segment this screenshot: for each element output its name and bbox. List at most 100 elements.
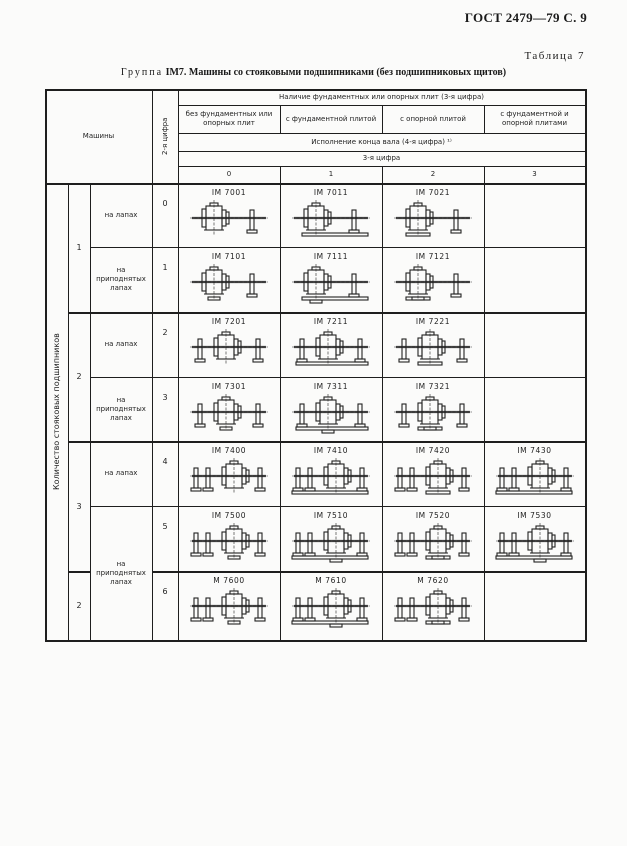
machine-drawing-icon <box>394 458 472 495</box>
header-column-number: 1 <box>328 170 334 178</box>
im-code-label: IM 7201 <box>211 317 247 326</box>
machine-drawing-icon <box>494 458 574 495</box>
grid-line <box>68 571 585 573</box>
caption-text: IM7. Машины со стояковыми подшипниками (… <box>165 67 507 78</box>
header-column-number: 3 <box>532 170 537 178</box>
grid-line <box>90 506 585 507</box>
second-digit-value: 1 <box>162 262 168 272</box>
second-digit-value: 0 <box>162 198 168 208</box>
grid-line <box>280 105 281 133</box>
machine-drawing-icon <box>291 458 370 495</box>
bearing-count: 2 <box>76 372 82 381</box>
grid-line <box>68 441 585 443</box>
machine-drawing-icon <box>190 264 268 301</box>
grid-line <box>178 166 585 167</box>
machine-drawing-icon <box>190 523 268 560</box>
mount-type: на приподнятых лапах <box>96 560 146 586</box>
header-plate-column: с опорной плитой <box>400 114 466 123</box>
im-code-label: IM 7500 <box>211 511 247 520</box>
second-digit-value: 4 <box>162 456 168 466</box>
grid-line <box>382 166 383 640</box>
im-code-label: IM 7430 <box>517 446 552 455</box>
im-code-label: IM 7001 <box>211 188 247 197</box>
im-code-label: IM 7311 <box>313 382 349 391</box>
im-code-label: IM 7530 <box>517 511 552 520</box>
grid-line <box>90 571 585 572</box>
im-code-label: IM 7111 <box>313 252 349 261</box>
grid-line <box>90 183 91 640</box>
machine-drawing-icon <box>190 588 268 625</box>
grid-line <box>178 105 585 106</box>
header-plate-column: с фундаментной и опорной плитами <box>500 110 569 127</box>
machine-drawing-icon <box>394 329 472 366</box>
grid-line <box>68 183 69 640</box>
header-machines: Машины <box>82 131 115 140</box>
grid-line <box>45 89 47 641</box>
machine-drawing-icon <box>394 523 472 560</box>
header-column-number: 0 <box>226 170 232 178</box>
grid-line <box>484 166 485 640</box>
header-plates-group: Наличие фундаментных или опорных плит (3… <box>278 92 484 101</box>
mount-type: на лапах <box>104 210 138 219</box>
bearing-count: 2 <box>76 601 82 610</box>
machine-drawing-icon <box>291 523 370 563</box>
second-digit-value: 5 <box>162 521 168 531</box>
grid-line <box>45 183 585 185</box>
im-code-label: IM 7420 <box>415 446 451 455</box>
grid-line <box>90 441 585 442</box>
second-digit-value: 2 <box>162 327 168 337</box>
machine-drawing-icon <box>394 200 472 237</box>
grid-line <box>280 166 281 640</box>
page-header: ГОСТ 2479—79 С. 9 <box>464 10 587 25</box>
table-caption: Группа IM7. Машины со стояковыми подшипн… <box>0 67 627 78</box>
im-code-label: IM 7321 <box>415 382 451 391</box>
grid-line <box>152 89 153 640</box>
machine-drawing-icon <box>292 394 370 434</box>
table-number: Таблица 7 <box>524 50 585 62</box>
im-code-label: IM 7520 <box>415 511 451 520</box>
mount-type: на приподнятых лапах <box>96 395 146 422</box>
second-digit-value: 6 <box>162 586 168 596</box>
machine-drawing-icon <box>190 394 268 431</box>
grid-line <box>484 105 485 133</box>
mount-type: на лапах <box>104 340 138 348</box>
machine-drawing-icon <box>292 200 370 237</box>
header-column-number: 2 <box>430 170 436 178</box>
machine-drawing-icon <box>394 394 472 431</box>
im-code-label: IM 7510 <box>313 511 349 520</box>
grid-line <box>178 151 585 152</box>
im-code-label: IM 7301 <box>211 382 247 391</box>
im-code-label: IM 7221 <box>415 317 451 326</box>
im-code-label: IM 7011 <box>313 188 349 197</box>
mount-type: на приподнятых лапах <box>96 266 146 292</box>
header-shaft-end: Исполнение конца вала (4-я цифра) ¹⁾ <box>311 137 452 146</box>
mount-type: на лапах <box>104 469 138 477</box>
grid-line <box>45 640 585 642</box>
im-code-label: IM 7410 <box>313 446 349 455</box>
machine-drawing-icon <box>292 329 370 366</box>
bearing-count: 1 <box>76 243 82 252</box>
machine-drawing-icon <box>190 200 268 236</box>
im-code-label: IM 7021 <box>415 188 451 197</box>
grid-line <box>90 312 585 313</box>
im-code-label: IM 7121 <box>415 252 451 261</box>
grid-line <box>90 247 585 248</box>
im-code-label: M 7600 <box>213 576 245 585</box>
grid-line <box>45 89 585 91</box>
merge-mask <box>91 570 152 573</box>
caption-prefix: Группа <box>120 67 164 78</box>
grid-line <box>585 89 587 642</box>
grid-line <box>382 105 383 133</box>
grid-line <box>68 312 585 314</box>
second-digit-value: 3 <box>162 392 168 402</box>
machine-drawing-icon <box>494 523 574 563</box>
grid-line <box>68 571 90 573</box>
im-code-label: IM 7211 <box>313 317 349 326</box>
im-code-label: IM 7400 <box>211 446 247 455</box>
machine-drawing-icon <box>394 264 472 301</box>
im-code-label: M 7620 <box>417 576 449 585</box>
row-group-label: Количество стояковых подшипников <box>52 333 61 490</box>
im-code-label: IM 7101 <box>211 252 247 261</box>
machine-drawing-icon <box>292 264 370 304</box>
header-plate-column: с фундаментной плитой <box>285 114 377 123</box>
